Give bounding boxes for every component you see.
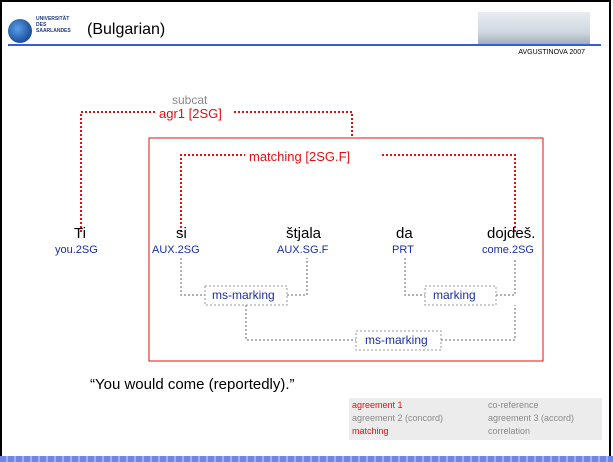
subcat-label: subcat <box>172 93 208 107</box>
marking-right <box>496 258 516 296</box>
gloss-ti: you.2SG <box>55 244 98 256</box>
gloss-si: AUX.2SG <box>152 244 200 256</box>
logo-line: DES <box>36 22 47 28</box>
word-da: da <box>396 225 413 242</box>
word-dojdes: dojdeš. <box>487 225 536 242</box>
ms-marking-1-label: ms-marking <box>212 288 275 302</box>
legend-correlation: correlation <box>488 426 531 436</box>
translation: “You would come (reportedly).” <box>90 376 295 393</box>
logo-line: UNIVERSITÄT <box>36 16 70 22</box>
agr1-left-line <box>80 111 155 232</box>
ms-marking-2-left <box>245 305 356 341</box>
ms-marking-2-box <box>355 330 442 351</box>
matching-box <box>148 137 544 362</box>
matching-label: matching [2SG.F] <box>246 149 354 164</box>
ms-marking-2-right <box>441 305 516 341</box>
word-ti: Ti <box>74 225 86 242</box>
header-banner-image <box>478 12 590 46</box>
footer-bar <box>0 456 613 462</box>
matching-right-line <box>382 154 516 232</box>
legend-co-reference: co-reference <box>488 400 539 410</box>
marking-left <box>404 258 425 296</box>
legend: agreement 1 co-reference agreement 2 (co… <box>349 398 602 440</box>
word-stjala: štjala <box>286 225 322 242</box>
logo-text: UNIVERSITÄT DES SAARLANDES <box>36 16 71 34</box>
gloss-dojdes: come.2SG <box>482 244 534 256</box>
legend-agreement-2: agreement 2 (concord) <box>352 413 444 423</box>
university-logo-icon <box>8 19 32 43</box>
ms-marking-1-right <box>287 258 308 296</box>
agr1-label: agr1 [2SG] <box>156 106 225 121</box>
slide-title: (Bulgarian) <box>87 21 166 38</box>
marking-box <box>424 285 497 306</box>
header-divider <box>8 44 601 46</box>
ms-marking-2-label: ms-marking <box>365 333 428 347</box>
author-credit: AVGUSTINOVA 2007 <box>518 49 585 56</box>
word-si: si <box>176 225 187 242</box>
gloss-stjala: AUX.SG.F <box>277 244 329 256</box>
matching-left-line <box>180 154 245 232</box>
gloss-da: PRT <box>392 244 414 256</box>
logo-line: SAARLANDES <box>36 28 71 34</box>
marking-label: marking <box>433 288 476 302</box>
ms-marking-1-left <box>180 258 205 296</box>
legend-matching: matching <box>352 426 389 436</box>
legend-agreement-1: agreement 1 <box>352 400 403 410</box>
agr1-right-line <box>234 111 353 138</box>
legend-agreement-3: agreement 3 (accord) <box>488 413 575 423</box>
